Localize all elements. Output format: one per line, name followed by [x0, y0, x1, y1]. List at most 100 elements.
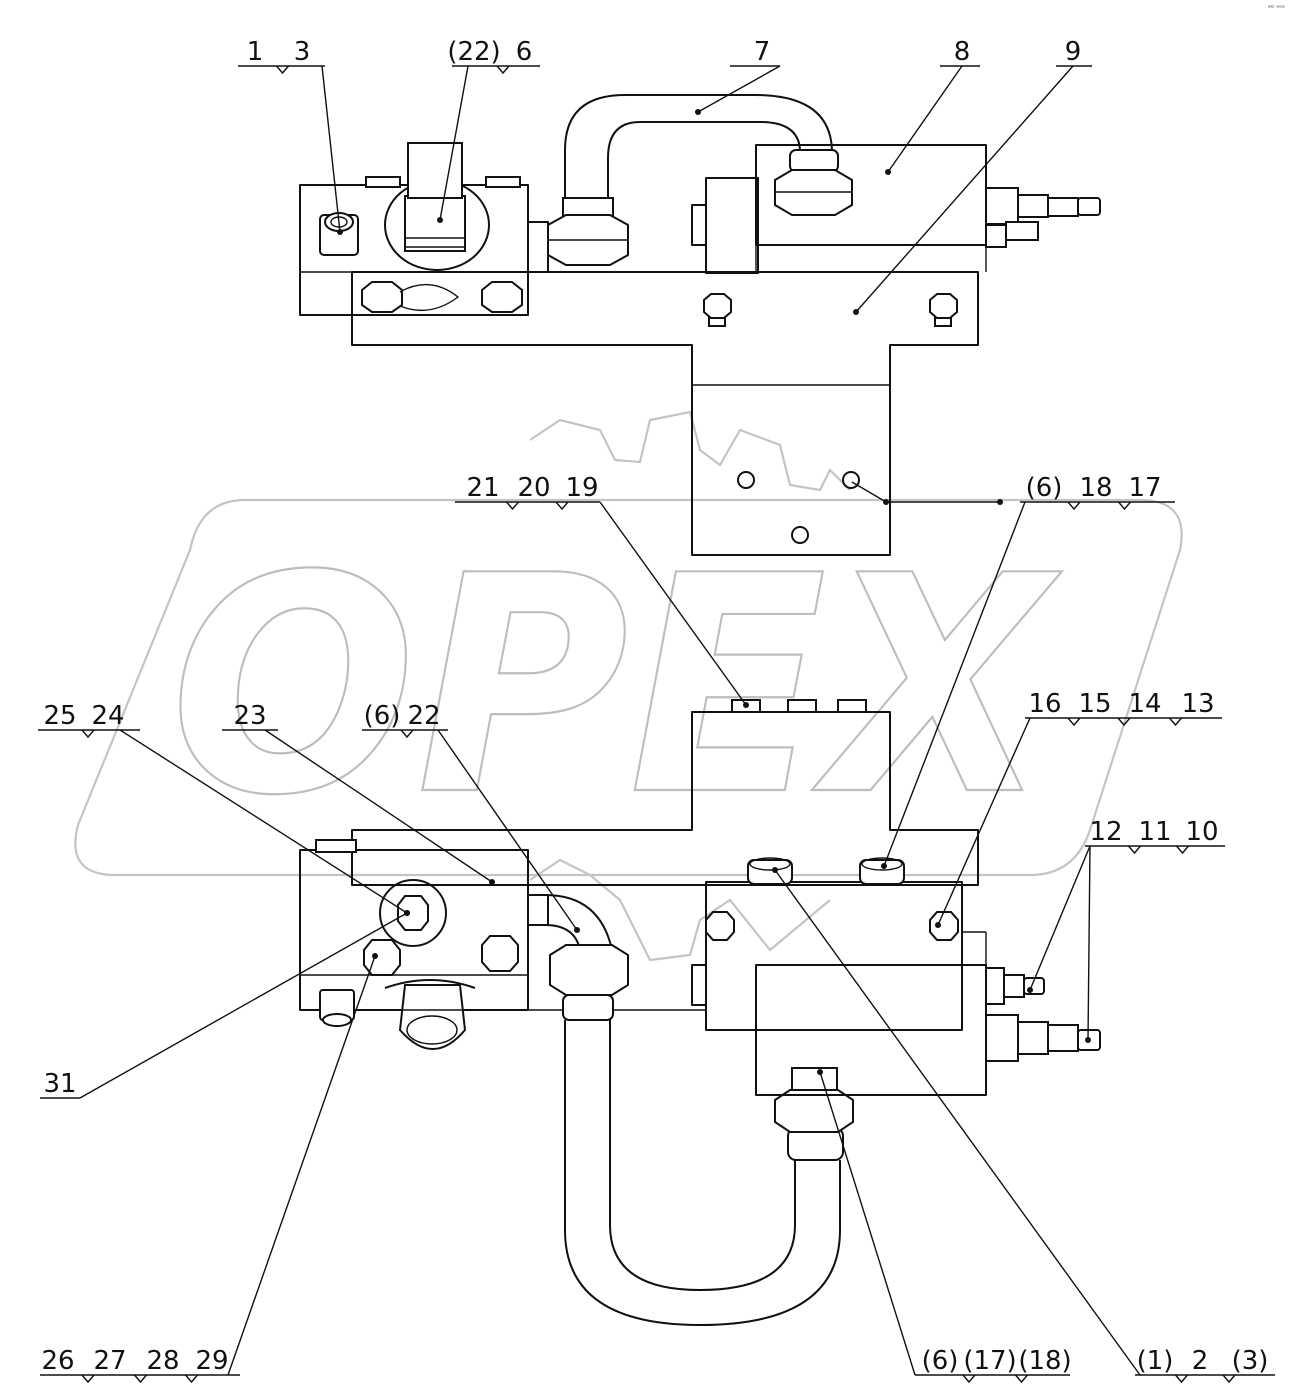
callout-9: 9	[853, 37, 1092, 315]
callout-label: 16	[1028, 689, 1061, 719]
callout-dot	[885, 169, 891, 175]
watermark-text: OPEX	[170, 512, 1062, 861]
callout-label: 23	[233, 701, 266, 731]
callout-label: 29	[195, 1346, 228, 1376]
callout-leader	[599, 501, 747, 706]
callout-label: 8	[954, 37, 971, 67]
callout-label: 27	[93, 1346, 126, 1376]
callout-dot	[404, 910, 410, 916]
callout-label: 21	[466, 473, 499, 503]
callout-tick	[133, 1374, 148, 1384]
callout-tick	[1175, 845, 1190, 855]
callout-label: (18)	[1018, 1346, 1071, 1376]
callout-leader	[855, 65, 1074, 313]
callout-dot	[574, 927, 580, 933]
callout-tick	[496, 65, 510, 75]
callout-tick	[1117, 501, 1132, 511]
callout-label: 22	[407, 701, 440, 731]
callout-label: 9	[1065, 37, 1082, 67]
callout-tick	[1117, 717, 1131, 727]
callout-label: (6)	[1026, 473, 1063, 503]
callout-label: 1	[247, 37, 264, 67]
callout-tick	[1168, 717, 1183, 727]
callout-leader	[79, 912, 408, 1099]
callout-tick	[400, 729, 414, 739]
callout-dot	[489, 879, 495, 885]
callout-leader	[1087, 845, 1091, 1041]
callout-dot	[997, 499, 1003, 505]
callout-label: 3	[294, 37, 311, 67]
callout-leader	[774, 869, 1141, 1376]
callout-tick	[962, 1374, 976, 1384]
lower-valve-assembly	[299, 699, 1101, 1326]
callout-label: 6	[516, 37, 533, 67]
callout-label: (6)	[364, 701, 401, 731]
callout-dot	[881, 863, 887, 869]
callout-label: 18	[1079, 473, 1112, 503]
callout-dot	[743, 702, 749, 708]
callout-label: 12	[1089, 817, 1122, 847]
callout-dot	[817, 1069, 823, 1075]
callout-leader	[697, 65, 781, 113]
callout-tick	[275, 65, 290, 75]
callout-label: 19	[565, 473, 598, 503]
callout-label: (1)	[1137, 1346, 1174, 1376]
callout-leader	[937, 717, 1031, 926]
callout-tick	[1174, 1374, 1189, 1384]
upper-valve-assembly	[299, 94, 1101, 556]
callout-label: (6)	[922, 1346, 959, 1376]
callout-8: 8	[885, 37, 980, 175]
callout-dot	[1027, 987, 1033, 993]
callout-leader	[887, 65, 963, 173]
callout-dot	[695, 109, 701, 115]
callout-23: 23	[222, 701, 495, 885]
callout-leader	[321, 65, 341, 233]
callout-leader	[439, 65, 469, 221]
callout-leader	[227, 955, 376, 1376]
callout-tick	[1222, 1374, 1236, 1384]
callout-leader	[883, 501, 1026, 867]
callout-tick	[1014, 1374, 1029, 1384]
callout-dot	[853, 309, 859, 315]
callout-6-22: (6)22	[362, 701, 580, 933]
callout-dot	[1085, 1037, 1091, 1043]
callout-label: (3)	[1232, 1346, 1269, 1376]
callout-1-2-3: (1) 2 (3)	[772, 867, 1275, 1384]
callout-label: 25	[43, 701, 76, 731]
callout-tick	[1127, 845, 1142, 855]
callout-label: (22)	[447, 37, 500, 67]
callout-tick	[505, 501, 520, 511]
callout-label: 2	[1192, 1346, 1209, 1376]
callout-22-6: (22) 6	[437, 37, 540, 223]
callout-31: 31	[40, 910, 410, 1099]
callout-leader	[851, 481, 887, 503]
callout-label: 28	[146, 1346, 179, 1376]
callout-label: 31	[43, 1069, 76, 1099]
callout-label: (17)	[963, 1346, 1016, 1376]
watermark: OPEX	[74, 410, 1183, 962]
callout-label: 17	[1128, 473, 1161, 503]
callout-leader	[264, 729, 493, 883]
callout-label: 14	[1128, 689, 1161, 719]
callout-tick	[184, 1374, 199, 1384]
callout-label: 7	[754, 37, 771, 67]
callout-leader	[1029, 845, 1091, 991]
callout-7: 7	[695, 37, 781, 115]
callout-tick	[1067, 717, 1081, 727]
callout-label: 13	[1181, 689, 1214, 719]
callout-6-18-17: (6) 18 17	[881, 473, 1175, 869]
corner-mark: ᵃᴳ ᵒᵒᵒ	[1268, 4, 1285, 12]
callout-dot	[935, 922, 941, 928]
callout-leader	[437, 729, 578, 931]
callout-label: 11	[1138, 817, 1171, 847]
callout-tick	[1067, 501, 1081, 511]
callout-tick	[555, 501, 569, 511]
callout-dot	[337, 229, 343, 235]
